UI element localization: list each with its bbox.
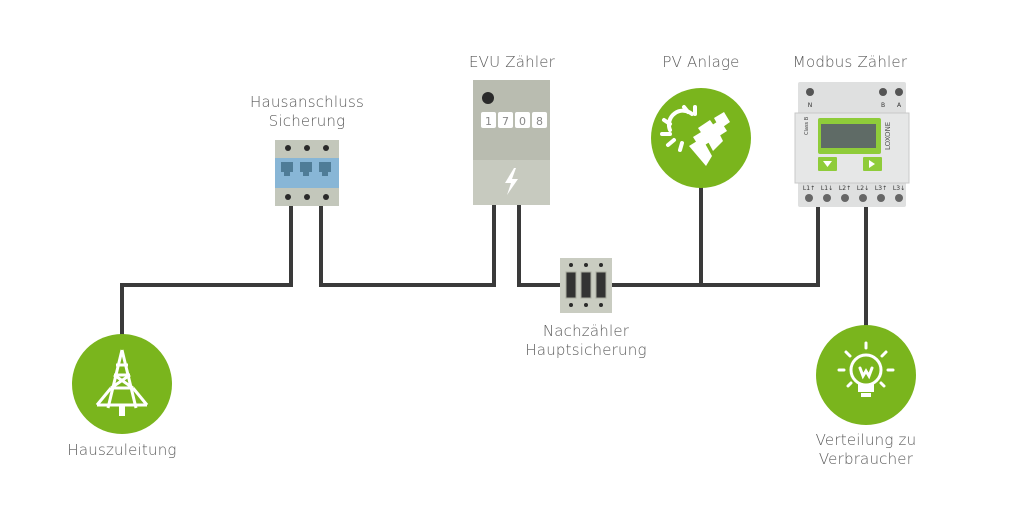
- power-tower-icon: [95, 349, 149, 409]
- hauszuleitung-circle: [72, 334, 172, 434]
- terminal-label-n: N: [808, 102, 813, 109]
- meter-digit: 7: [502, 115, 509, 128]
- terminal-label: L1↓: [821, 185, 833, 192]
- label-nachzaehler: Nachzähler Hauptsicherung: [506, 322, 666, 360]
- terminal-label: L3↑: [875, 185, 887, 192]
- label-line: Hauptsicherung: [525, 341, 647, 359]
- brand-label: LOXONE: [884, 122, 892, 150]
- label-line: Verbraucher: [818, 450, 914, 468]
- terminal-label: L1↑: [803, 185, 815, 192]
- fuse-bottom-screws: [285, 194, 329, 200]
- meter-digit: 8: [536, 115, 543, 128]
- terminal-label-a: A: [897, 102, 902, 109]
- label-hausanschluss: Hausanschluss Sicherung: [222, 93, 392, 131]
- meter-digit: 0: [519, 115, 526, 128]
- label-line: Hausanschluss: [250, 93, 364, 111]
- top-terminals: [806, 88, 903, 96]
- terminal-label: L2↑: [839, 185, 851, 192]
- arrow-down-icon: [823, 161, 832, 167]
- meter-indicator: [482, 92, 494, 104]
- fuse-switches: [281, 162, 331, 176]
- wires: [120, 183, 868, 342]
- modbus-meter-device: N B A Class B LOXONE L1↑ L1↓ L2↑ L2↓ L3↑…: [794, 82, 910, 207]
- wire-nachzaehler-to-modbus: [610, 203, 820, 287]
- label-line: Verteilung zu: [815, 431, 917, 449]
- terminal-label-b: B: [881, 102, 885, 109]
- fuse-switches: [565, 271, 607, 299]
- terminal-label: L2↓: [857, 185, 869, 192]
- verbraucher-circle: [816, 325, 916, 425]
- nachzaehler-fuse-device: [560, 258, 612, 313]
- label-hauszuleitung: Hauszuleitung: [67, 441, 177, 459]
- meter-digits: 1 7 0 8: [481, 112, 547, 128]
- hausanschluss-fuse-device: [275, 140, 339, 206]
- sun-icon: [660, 105, 697, 152]
- label-modbus-zaehler: Modbus Zähler: [792, 53, 908, 71]
- label-pv-anlage: PV Anlage: [662, 53, 740, 71]
- fuse-top-screws: [285, 145, 329, 151]
- label-line: Sicherung: [268, 112, 346, 130]
- label-line: Nachzähler: [542, 322, 630, 340]
- terminal-label: L3↓: [893, 185, 905, 192]
- evu-meter-device: 1 7 0 8: [473, 80, 550, 205]
- lightning-icon: [505, 168, 518, 195]
- pv-circle: [651, 88, 751, 188]
- wire-hauszuleitung-to-hausanschluss: [120, 203, 293, 342]
- wire-hausanschluss-to-evu: [319, 203, 496, 287]
- wire-evu-to-nachzaehler: [517, 203, 562, 287]
- arrow-right-icon: [869, 160, 875, 168]
- class-label: Class B: [804, 116, 810, 135]
- solar-panel-icon: [689, 112, 730, 166]
- label-verbraucher: Verteilung zu Verbraucher: [790, 431, 942, 469]
- bottom-terminals: L1↑ L1↓ L2↑ L2↓ L3↑ L3↓: [803, 185, 905, 202]
- meter-digit: 1: [485, 115, 492, 128]
- display-screen: [821, 124, 876, 148]
- label-evu-zaehler: EVU Zähler: [468, 53, 556, 71]
